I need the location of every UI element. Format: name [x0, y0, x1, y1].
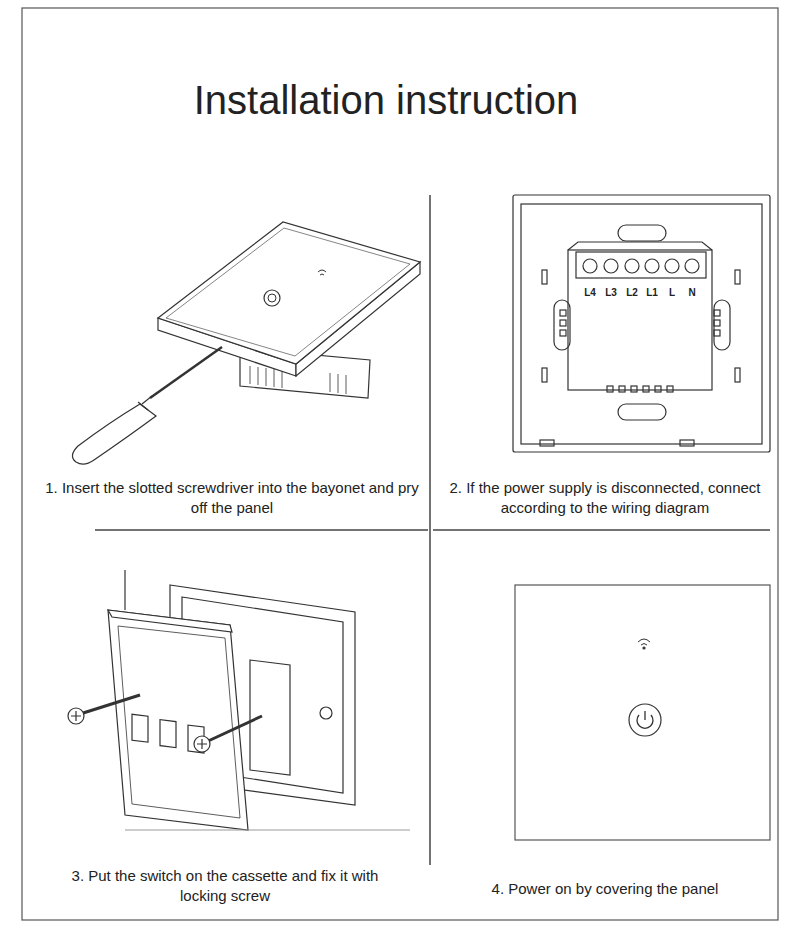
terminal-label: L3: [600, 287, 622, 298]
terminal-label: L2: [621, 287, 643, 298]
terminal-label: L4: [579, 287, 601, 298]
page-title: Installation instruction: [86, 74, 686, 126]
terminal-label: L: [661, 287, 683, 298]
terminal-label: N: [681, 287, 703, 298]
terminal-label: L1: [641, 287, 663, 298]
step-caption: 3. Put the switch on the cassette and fi…: [60, 866, 390, 905]
step-caption: 4. Power on by covering the panel: [440, 879, 770, 899]
step-caption: 1. Insert the slotted screwdriver into t…: [42, 478, 422, 517]
step-caption: 2. If the power supply is disconnected, …: [440, 478, 770, 517]
